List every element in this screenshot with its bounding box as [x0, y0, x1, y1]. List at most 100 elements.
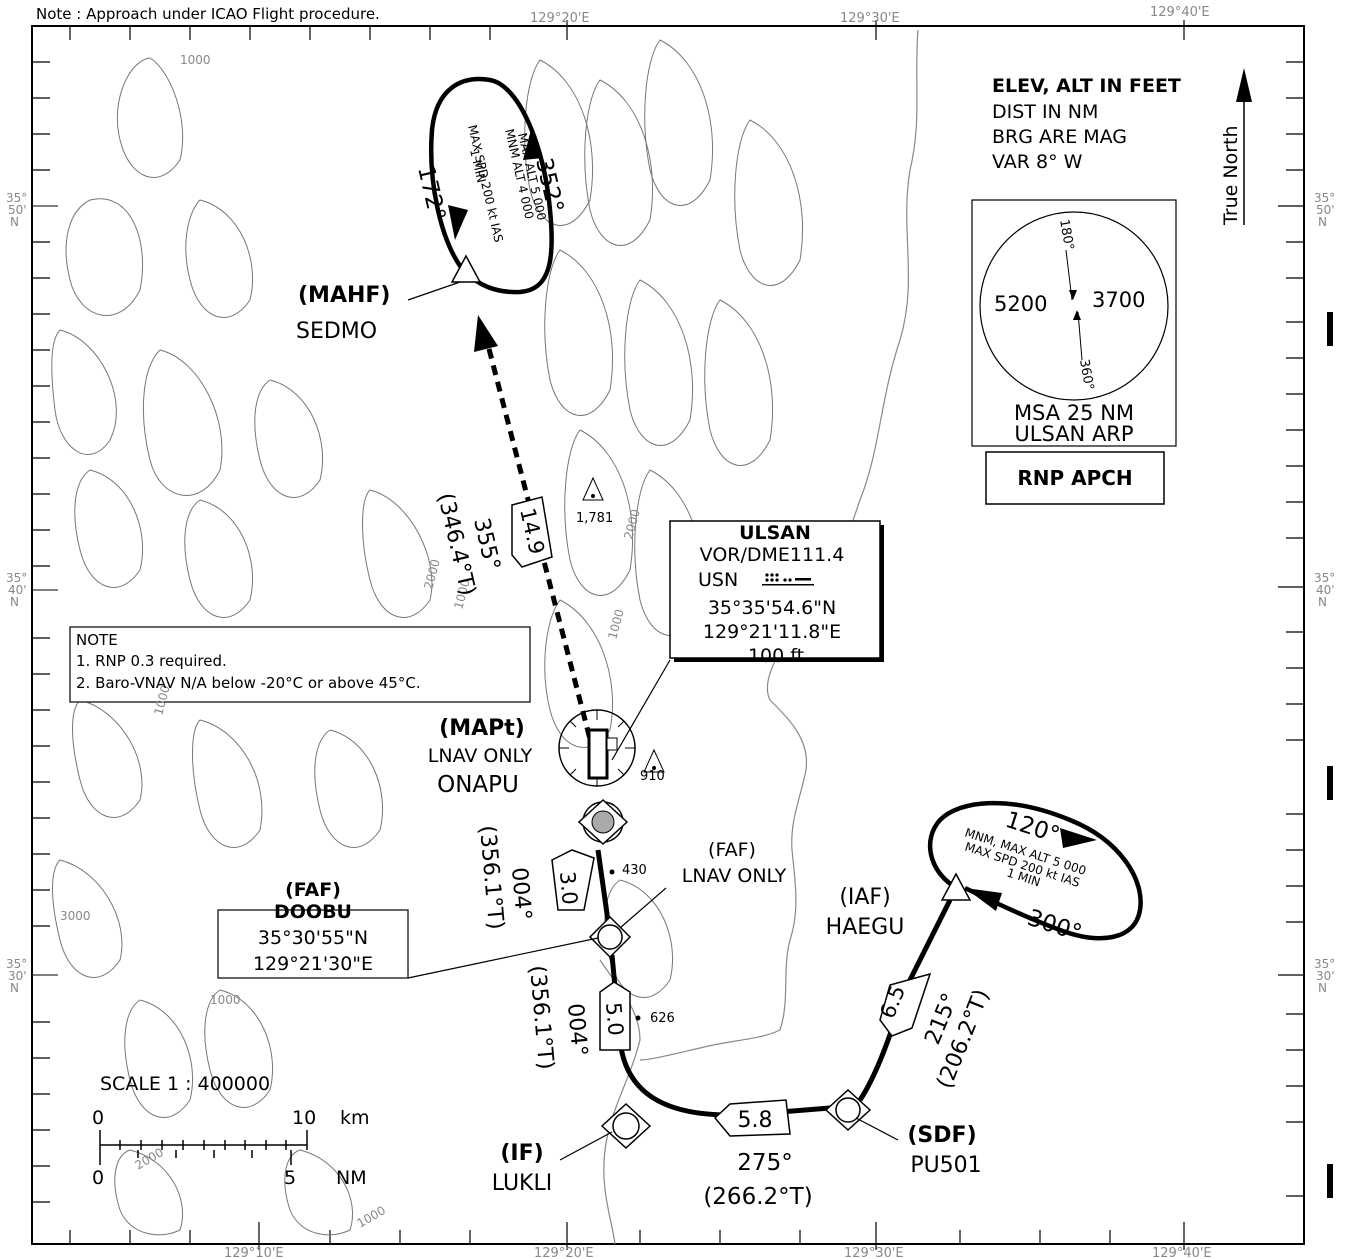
top-note: Note : Approach under ICAO Flight proced…: [36, 5, 380, 23]
lat-label-left-30-min: 30': [8, 969, 27, 983]
chart-title: RNP APCH: [1017, 466, 1132, 490]
missed-distance-flag: [511, 496, 553, 568]
msa-bearing-bottom: 360°: [1076, 358, 1096, 391]
navaid-box: [669, 520, 881, 659]
true-north-label: True North: [1220, 125, 1242, 226]
msa-right-altitude: 3700: [1092, 288, 1145, 312]
units-line-1: ELEV, ALT IN FEET: [992, 75, 1181, 97]
missed-hold-restriction-3: MAX SPD 200 kt IAS: [465, 124, 506, 244]
msa-bearing-top: 180°: [1056, 218, 1076, 251]
contour-label: 3000: [60, 909, 91, 923]
scale-nm-five: 5: [284, 1167, 296, 1189]
notes-heading: NOTE: [76, 631, 118, 649]
contour-label: 1000: [355, 1203, 388, 1230]
msa-sector-arrow-bottom: [1073, 310, 1081, 320]
true-north-arrow: [1236, 68, 1252, 102]
lon-label-bottom-30: 129°30'E: [844, 1246, 904, 1259]
base-leg-true-bearing: (266.2°T): [703, 1184, 812, 1210]
msa-line-2: ULSAN ARP: [1014, 422, 1133, 446]
sdf-role: (SDF): [907, 1123, 976, 1148]
scale-nm-zero: 0: [92, 1167, 104, 1189]
missed-approach-arrow: [474, 315, 498, 352]
contour-label: 2000: [133, 1145, 166, 1172]
navaid-elevation: 100 ft: [748, 645, 804, 667]
msa-line-1: MSA 25 NM: [1014, 401, 1134, 425]
base-distance-flag: [713, 1099, 791, 1137]
contour-label: 1000: [210, 993, 241, 1007]
right-ticks: [1278, 61, 1304, 1197]
coastline: [639, 29, 919, 1061]
missed-approach-track: [485, 344, 601, 771]
faf-name: DOOBU: [274, 901, 352, 923]
lat-label-left-40-min: 40': [8, 583, 27, 597]
lat-label-right-40-n: N: [1318, 595, 1327, 609]
top-bottom-ticks: [69, 20, 1185, 1250]
vor-compass-rose: [558, 709, 636, 787]
units-line-3: BRG ARE MAG: [992, 126, 1127, 148]
notes-box: [69, 626, 531, 703]
lat-label-right-30-min: 30': [1316, 969, 1335, 983]
faf-lnav-role: (FAF): [708, 839, 756, 861]
contour-label: 1000: [605, 608, 626, 641]
faf-lnav-note: LNAV ONLY: [682, 865, 787, 887]
contour-label: 1000: [180, 53, 211, 67]
mapt-role: (MAPt): [439, 716, 525, 741]
msa-circle: [979, 211, 1169, 401]
lukli-waypoint-symbol: [600, 1102, 652, 1150]
navaid-longitude: 129°21'11.8"E: [703, 621, 841, 643]
intermediate-leg-distance: 5.0: [601, 1001, 628, 1036]
contour-label: 2000: [621, 508, 642, 541]
lat-label-right-40-min: 40': [1316, 583, 1335, 597]
msa-left-altitude: 5200: [994, 292, 1047, 316]
sdf-name: PU501: [910, 1153, 981, 1178]
scale-title: SCALE 1 : 400000: [100, 1073, 270, 1095]
units-line-4: VAR 8° W: [992, 151, 1083, 173]
iaf-hold-arrow-in: [965, 888, 1002, 911]
lat-grid-lines: [32, 205, 58, 976]
spot-elevation: 626: [650, 1011, 675, 1026]
lat-label-right-40-deg: 35°: [1314, 571, 1335, 585]
if-role: (IF): [500, 1141, 543, 1166]
chart-frame: [31, 25, 1305, 1245]
contour-label: 2000: [421, 558, 442, 591]
doobu-waypoint-symbol: [588, 915, 632, 959]
iaf-hold-racetrack: [927, 800, 1143, 941]
final-leg-bearing: 004°: [506, 866, 536, 921]
navaid-ident: USN: [698, 569, 738, 591]
missed-hold-racetrack: [429, 76, 554, 295]
units-line-2: DIST IN NM: [992, 101, 1098, 123]
base-leg-bearing: 275°: [737, 1150, 792, 1176]
lat-label-right-50-min: 50': [1316, 203, 1335, 217]
leader-lines: [407, 281, 899, 1161]
mahf-name: SEDMO: [296, 319, 377, 344]
scale-km-unit: km: [340, 1107, 370, 1129]
intermediate-leg-true-bearing: (356.1°T): [524, 964, 558, 1070]
lat-label-left-50-deg: 35°: [6, 191, 27, 205]
base-leg-distance: 5.8: [738, 1108, 773, 1133]
scale-km-zero: 0: [92, 1107, 104, 1129]
if-name: LUKLI: [492, 1171, 552, 1196]
final-leg-distance: 3.0: [555, 870, 582, 905]
lat-label-left-50-min: 50': [8, 203, 27, 217]
msa-sector-arrow-top: [1069, 290, 1077, 300]
iaf-hold-inbound-course: 300°: [1024, 905, 1085, 947]
title-box: [985, 451, 1165, 505]
base-track: [779, 1105, 831, 1115]
mahf-role: (MAHF): [298, 283, 390, 308]
iaf-hold-arrow-out: [1060, 828, 1097, 848]
spot-elevation: 910: [640, 769, 665, 784]
iaf-name: HAEGU: [826, 915, 905, 940]
mapt-note: LNAV ONLY: [428, 745, 533, 767]
missed-hold-inbound-course: 172°: [412, 164, 450, 224]
lat-label-left-40-n: N: [10, 595, 19, 609]
lat-label-right-50-n: N: [1318, 215, 1327, 229]
mahf-waypoint-symbol: [450, 254, 482, 283]
initial-distance-flag: [879, 972, 932, 1037]
scale-nm-unit: NM: [336, 1167, 367, 1189]
lat-label-left-40-deg: 35°: [6, 571, 27, 585]
missed-leg-true-bearing: (346.4°T): [432, 491, 480, 599]
lat-label-right-50-deg: 35°: [1314, 191, 1335, 205]
notes-item-1: 1. RNP 0.3 required.: [76, 652, 227, 670]
final-leg-true-bearing: (356.1°T): [474, 824, 508, 930]
